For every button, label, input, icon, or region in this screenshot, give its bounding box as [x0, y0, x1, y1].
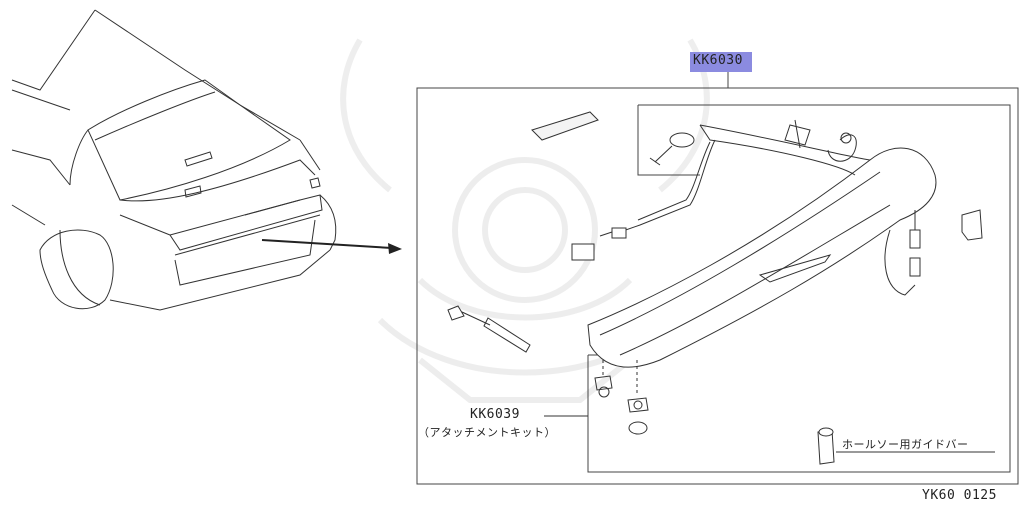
drawing-code: YK60 0125: [922, 488, 997, 503]
guide-bar-label: ホールソー用ガイドバー: [842, 438, 969, 451]
attachment-hardware: [594, 360, 649, 435]
hook-clip-part: [827, 132, 857, 162]
kk6039-note: （アタッチメントキット）: [418, 426, 556, 439]
car-rear-illustration: [11, 9, 337, 311]
rear-spoiler-part: [587, 124, 937, 368]
cable-tie-part: [649, 132, 695, 166]
main-parts-frame: [416, 87, 1019, 485]
kit-inner-outline: [587, 104, 1011, 473]
clip-part: [784, 119, 811, 149]
gas-strut-part: [447, 305, 531, 353]
kk6030-callout[interactable]: KK6030: [690, 52, 752, 72]
wiring-harness: [571, 139, 921, 296]
guide-bar-part: [817, 427, 835, 465]
rubber-cap-part: [961, 209, 983, 241]
kk6030-highlight: [690, 52, 752, 72]
lamp-cover-part: [531, 111, 599, 141]
pointer-arrow: [261, 239, 402, 254]
kk6030-label: KK6030: [693, 53, 743, 68]
kk6039-label[interactable]: KK6039: [470, 407, 520, 422]
